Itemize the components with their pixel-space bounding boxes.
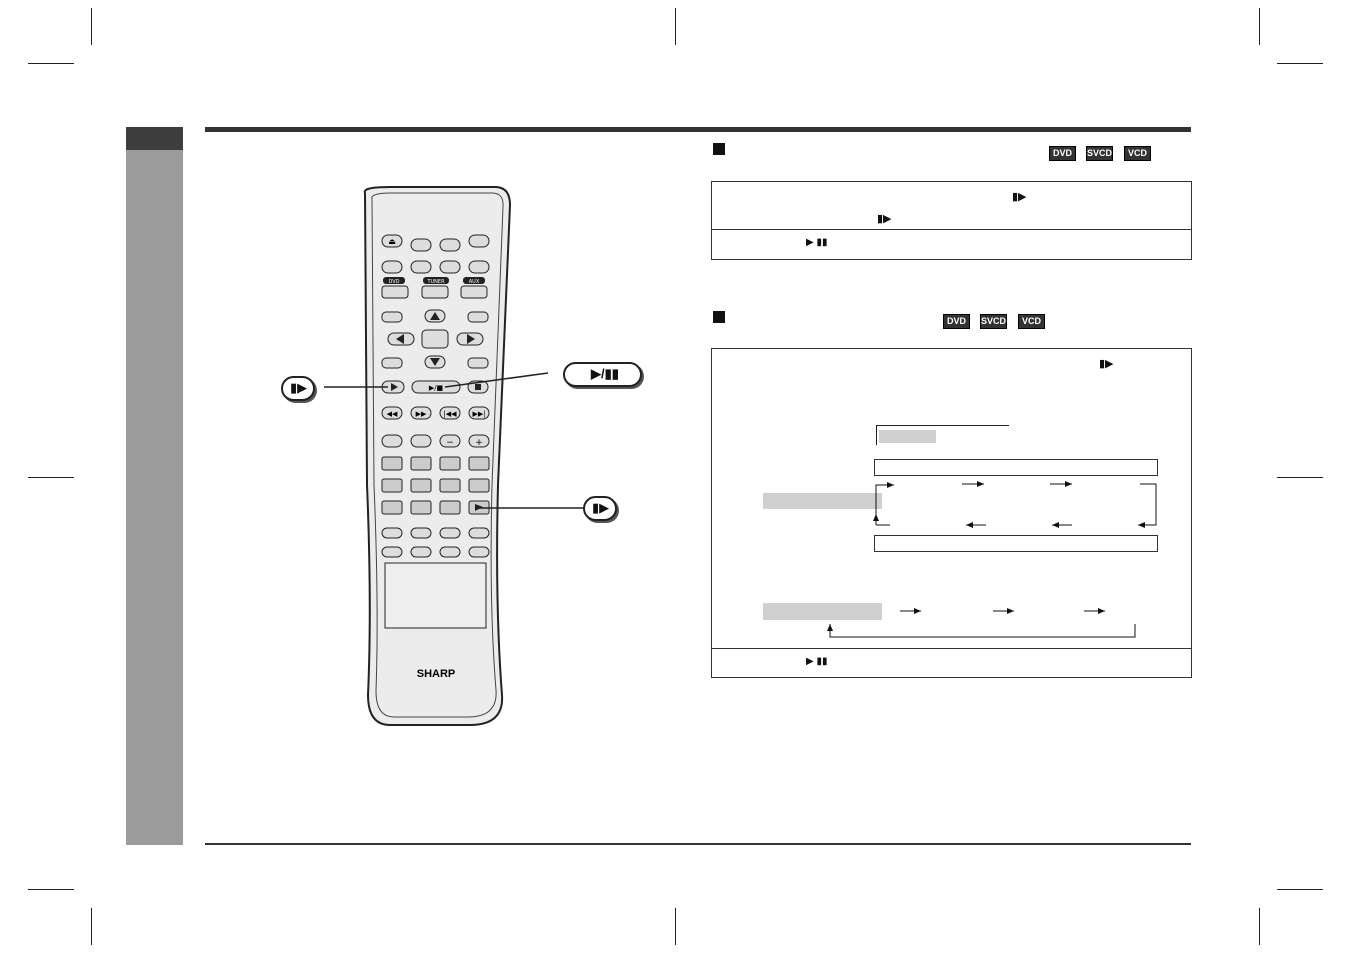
play-pause-button xyxy=(411,380,461,394)
step-forward-icon: ▮▶ xyxy=(1012,191,1027,203)
reverse-speed-row xyxy=(874,535,1158,552)
crop-mark xyxy=(675,8,676,45)
diagram-line xyxy=(876,425,877,445)
speed-cycle-arrows-2 xyxy=(827,608,1136,638)
slow-play-callout-right: ▮▶ xyxy=(583,496,617,521)
svg-text:+: + xyxy=(475,438,483,448)
crop-mark xyxy=(28,889,74,890)
normal-speed-highlight-2 xyxy=(763,603,882,620)
instruction-box-1 xyxy=(711,181,1192,260)
remote-control-illustration: ⏏ DVD TUNER AUX ▶/■ ◀◀ ▶▶ |◀◀ ▶▶| − + xyxy=(324,186,583,726)
diagram-line xyxy=(876,425,1009,426)
chapter-tab xyxy=(126,127,183,150)
box-divider xyxy=(711,648,1191,649)
source-label-aux: AUX xyxy=(469,279,480,285)
crop-mark xyxy=(91,908,92,945)
step-forward-icon: ▮▶ xyxy=(877,213,892,225)
play-pause-callout: ▶/▮▮ xyxy=(563,362,642,387)
crop-mark xyxy=(1259,8,1260,45)
svg-text:−: − xyxy=(446,438,454,448)
diagram-highlight xyxy=(879,430,936,443)
step-forward-icon: ▮▶ xyxy=(1099,358,1114,370)
svcd-badge: SVCD xyxy=(980,314,1007,329)
svg-text:▶▶: ▶▶ xyxy=(416,410,427,418)
play-pause-icon: ▶ ▮▮ xyxy=(806,237,828,248)
crop-mark xyxy=(91,8,92,45)
crop-mark xyxy=(28,63,74,64)
play-pause-icon: ▶/▮▮ xyxy=(591,366,619,381)
section-marker xyxy=(713,143,725,155)
svg-text:|◀◀: |◀◀ xyxy=(443,410,457,418)
svg-text:◀◀: ◀◀ xyxy=(387,410,398,418)
speed-cycle-arrows xyxy=(873,481,1157,528)
crop-mark xyxy=(28,477,74,478)
instruction-box-2 xyxy=(711,348,1192,678)
dvd-badge: DVD xyxy=(1049,146,1076,161)
chapter-sidebar xyxy=(126,127,183,845)
eject-button xyxy=(381,234,403,248)
brand-logo: SHARP xyxy=(417,668,456,680)
step-forward-icon: ▮▶ xyxy=(592,500,610,515)
svg-text:⏏: ⏏ xyxy=(388,237,396,246)
crop-mark xyxy=(675,908,676,945)
crop-mark xyxy=(1277,63,1323,64)
slow-play-callout-left: ▮▶ xyxy=(281,376,315,401)
source-label-tuner: TUNER xyxy=(426,279,445,285)
vcd-badge: VCD xyxy=(1018,314,1045,329)
top-rule xyxy=(205,127,1191,132)
box-divider xyxy=(711,229,1191,230)
source-label-dvd: DVD xyxy=(388,279,399,285)
svcd-badge: SVCD xyxy=(1086,146,1113,161)
step-forward-icon: ▮▶ xyxy=(290,380,308,395)
bottom-rule xyxy=(205,843,1191,845)
vcd-badge: VCD xyxy=(1124,146,1151,161)
dvd-badge: DVD xyxy=(943,314,970,329)
crop-mark xyxy=(1277,477,1323,478)
normal-speed-highlight xyxy=(763,493,882,509)
crop-mark xyxy=(1259,908,1260,945)
play-pause-icon: ▶ ▮▮ xyxy=(806,656,828,667)
svg-text:▶▶|: ▶▶| xyxy=(472,410,485,418)
crop-mark xyxy=(1277,889,1323,890)
svg-text:▶/■: ▶/■ xyxy=(429,384,443,392)
section-marker xyxy=(713,311,725,323)
forward-speed-row xyxy=(874,459,1158,476)
